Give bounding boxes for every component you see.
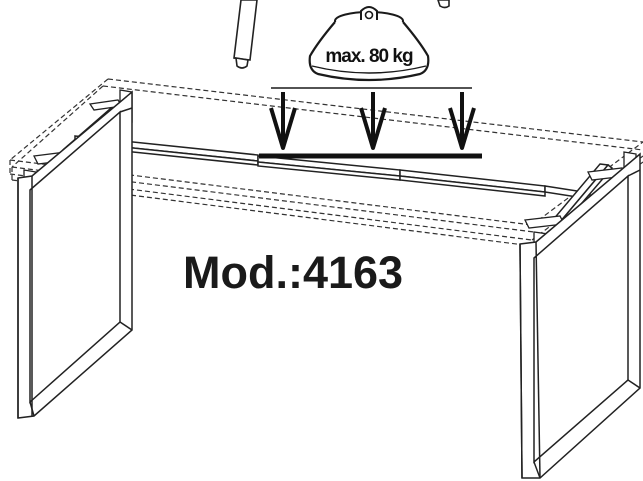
weight-limit-label: max. 80 kg xyxy=(325,46,413,67)
arrow-down-icon xyxy=(269,92,297,150)
crossbar-frame xyxy=(62,101,614,225)
weight-icon: max. 80 kg xyxy=(308,6,430,82)
table-leg-icon xyxy=(519,152,641,479)
table-leg-icon xyxy=(17,90,133,419)
arrow-down-icon xyxy=(359,92,387,150)
arrow-down-icon xyxy=(448,92,476,150)
leg-insert-drawing xyxy=(233,0,450,69)
model-number-label: Mod.:4163 xyxy=(183,247,403,298)
